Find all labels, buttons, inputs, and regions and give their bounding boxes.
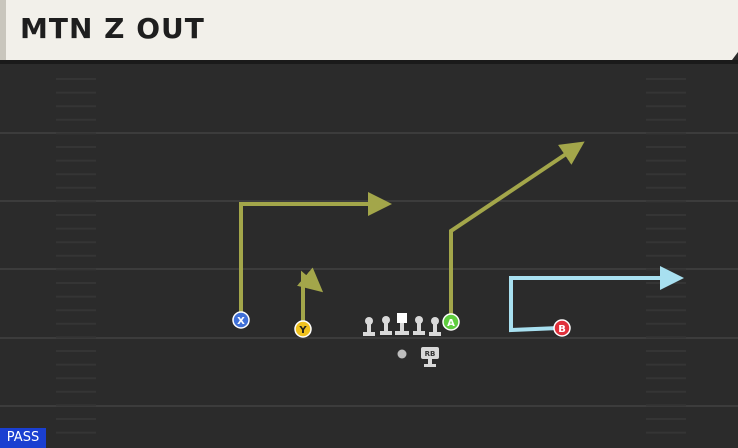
x-receiver-route: [239, 192, 392, 318]
right-tackle: [429, 317, 441, 336]
right-hash-marks: [646, 78, 686, 434]
a-receiver: A: [442, 313, 460, 331]
b-receiver: B: [553, 319, 571, 337]
y-receiver-route: [297, 267, 324, 327]
yard-lines: [0, 132, 738, 407]
y-receiver-label: Y: [298, 325, 307, 336]
a-receiver-route: [449, 141, 585, 320]
left-guard: [380, 316, 392, 335]
a-receiver-label: A: [447, 318, 455, 329]
right-guard: [413, 316, 425, 335]
left-hash-marks: [56, 78, 96, 434]
left-tackle: [363, 317, 375, 336]
x-receiver-label: X: [237, 316, 245, 327]
x-receiver: X: [232, 311, 250, 329]
b-receiver-route: [509, 266, 684, 333]
title-shadow: [0, 60, 738, 64]
offensive-line: [363, 313, 441, 336]
b-receiver-label: B: [558, 324, 566, 335]
running-back-label: RB: [425, 350, 436, 358]
play-type-badge: PASS: [0, 428, 46, 448]
quarterback-marker: [397, 349, 407, 359]
running-back: RB: [421, 347, 439, 367]
center: [395, 313, 409, 335]
play-title-bar: MTN Z OUT: [0, 0, 738, 60]
y-receiver: Y: [294, 320, 312, 338]
field-turf: [0, 64, 738, 448]
play-title: MTN Z OUT: [20, 12, 205, 45]
